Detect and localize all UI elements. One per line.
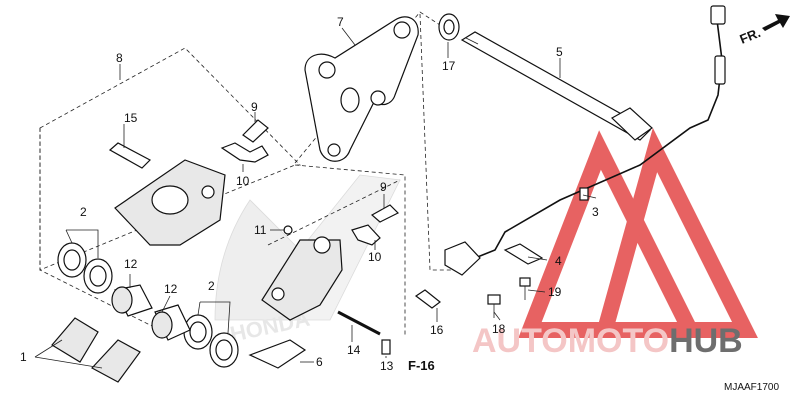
bolt-19 (519, 277, 531, 300)
front-direction-indicator: FR. (738, 14, 790, 47)
pad-spring (248, 339, 307, 369)
callout-13: 13 (380, 359, 394, 373)
bolt-11 (283, 225, 293, 235)
callout-12-b: 12 (164, 282, 178, 296)
callout-10-b: 10 (368, 250, 382, 264)
caliper-bleeder-2 (351, 204, 400, 246)
bracket-outline-lower (294, 164, 406, 335)
axle-outline (419, 13, 455, 271)
callout-11: 11 (254, 223, 267, 237)
callout-9-b: 9 (380, 180, 387, 194)
callout-5: 5 (556, 45, 563, 59)
bolt-18 (487, 294, 501, 318)
watermark-logo: AUTOMOTOHUB (472, 127, 758, 360)
bleeder-valve (242, 119, 269, 143)
front-arrow-icon (762, 14, 790, 31)
pistons (111, 284, 191, 341)
pad-pin-plug (381, 339, 391, 355)
watermark-text: AUTOMOTOHUB (472, 322, 743, 360)
pad-outline (267, 179, 401, 246)
callout-19: 19 (548, 285, 562, 299)
bleeder-cap (220, 142, 269, 163)
callout-3: 3 (592, 205, 599, 219)
piston-seal-rings (57, 242, 239, 368)
cable-clip (503, 243, 544, 265)
rear-axle (460, 31, 653, 141)
caliper-assembly (261, 236, 343, 321)
callout-10: 10 (236, 174, 250, 188)
caliper-body (114, 159, 226, 246)
leader-lines (34, 27, 597, 369)
drawing-code: MJAAF1700 (724, 382, 779, 393)
mounting-bolt-16 (414, 289, 441, 309)
axle-collar-inner (443, 19, 455, 35)
callout-12: 12 (124, 257, 138, 271)
callout-14: 14 (347, 343, 361, 357)
speed-sensor-cable (444, 5, 726, 276)
front-direction-label: FR. (738, 25, 763, 47)
callout-18: 18 (492, 322, 506, 336)
callout-4: 4 (555, 254, 562, 268)
brake-pads (51, 317, 141, 383)
caliper-bolt (108, 142, 151, 169)
callout-2: 2 (80, 205, 87, 219)
callout-15: 15 (124, 111, 138, 125)
callout-9: 9 (251, 100, 258, 114)
section-reference: F-16 (408, 358, 435, 373)
callout-1: 1 (20, 350, 27, 364)
callout-6: 6 (316, 355, 323, 369)
callout-7: 7 (337, 15, 344, 29)
caliper-bracket (304, 16, 419, 162)
pad-pin (337, 310, 381, 336)
callout-16: 16 (430, 323, 444, 337)
callout-17: 17 (442, 59, 456, 73)
callout-8: 8 (116, 51, 123, 65)
callout-2-b: 2 (208, 279, 215, 293)
